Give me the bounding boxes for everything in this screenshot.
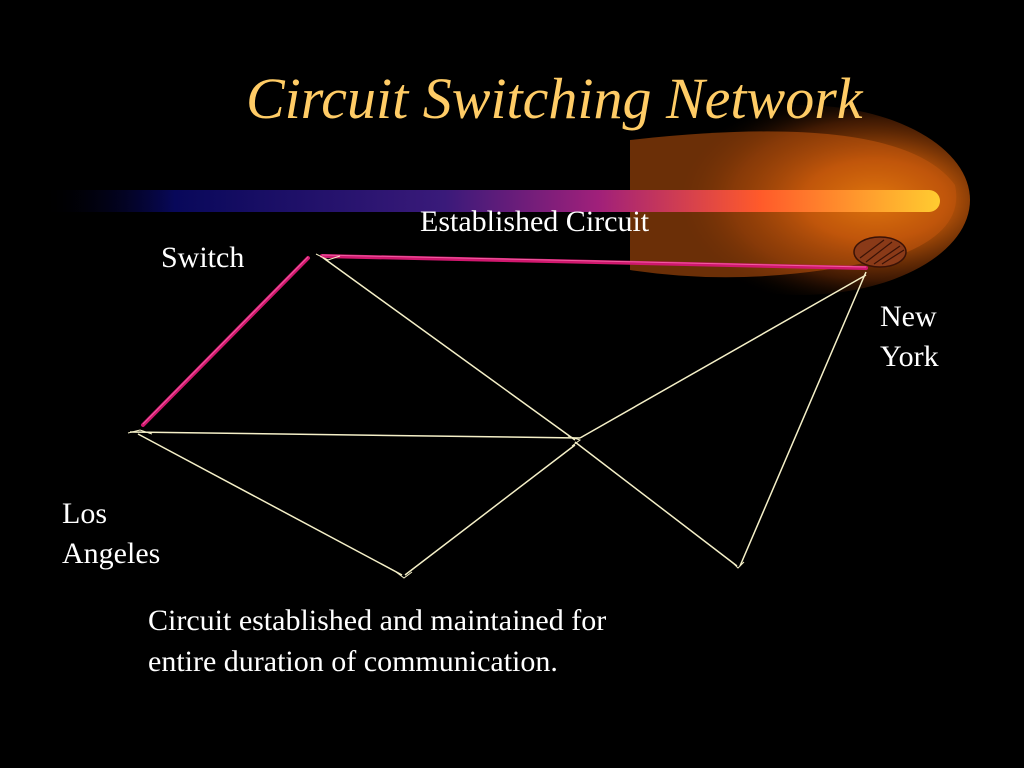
new-york-node [853,236,907,268]
new-york-label-line-2: York [880,340,939,373]
color-streak [40,190,940,212]
switch-label: Switch [161,241,245,274]
link-bottom-to-center [404,444,576,576]
new-york-label: New York [880,297,939,377]
link-center-to-new-york [579,274,867,439]
switch-node-bottom-right [731,561,745,569]
caption-line-2: entire duration of communication. [148,645,558,678]
los-angeles-label: Los Angeles [62,494,160,574]
slide-caption: Circuit established and maintained for e… [148,600,606,682]
los-angeles-label-line-2: Angeles [62,537,161,570]
established-circuit-path [141,254,868,427]
switch-node-la [127,429,153,435]
slide-title: Circuit Switching Network [246,66,863,131]
caption-line-1: Circuit established and maintained for [148,604,607,637]
switch-node-top [315,253,341,261]
new-york-label-line-1: New [880,300,937,333]
network-links [129,256,867,576]
switch-node-bottom [395,571,413,579]
link-center-to-bottom-right [574,441,738,567]
link-top-switch-to-center [321,256,576,441]
los-angeles-label-line-1: Los [62,497,107,530]
circuit-segment-la-to-switch [141,256,310,427]
link-la-to-bottom [137,433,403,576]
link-la-to-center [129,431,581,439]
circuit-segment-switch-to-new-york [320,254,868,270]
switch-node-center [567,435,582,447]
established-circuit-label: Established Circuit [420,205,650,238]
link-bottom-right-to-new-york [739,271,867,567]
